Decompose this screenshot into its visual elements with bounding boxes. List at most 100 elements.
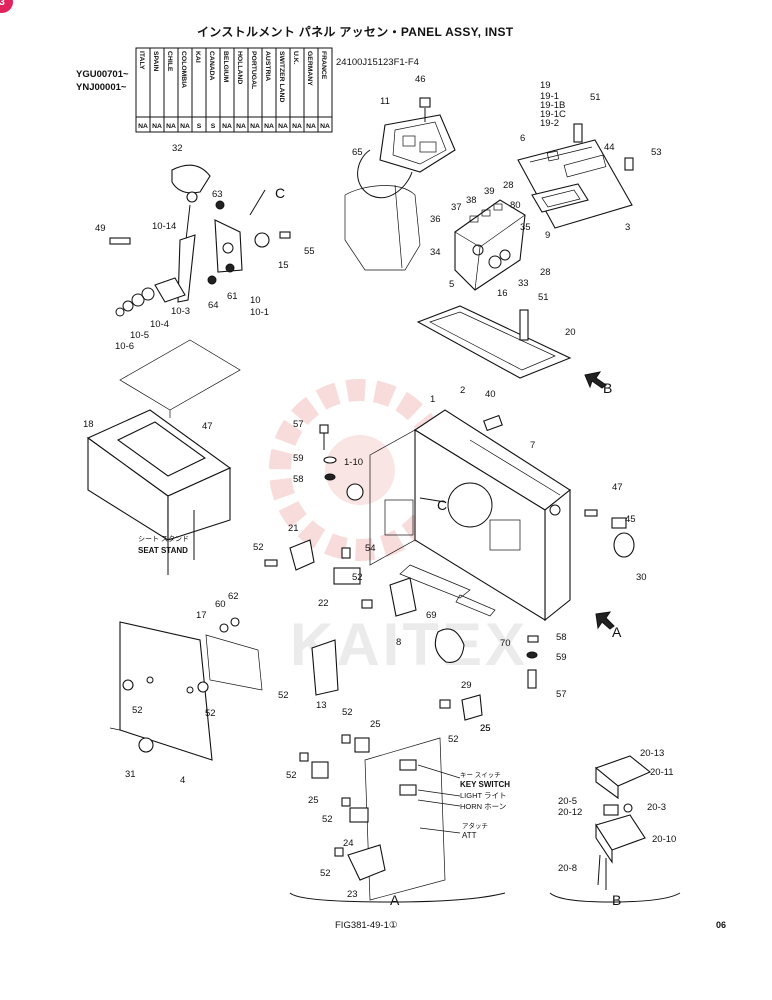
callout-21: 21 [288, 523, 299, 534]
callout-20-10: 20-10 [652, 834, 676, 845]
page-title: インストルメント パネル アッセン・PANEL ASSY, INST [197, 25, 514, 39]
callout-60: 60 [215, 599, 226, 610]
callout-52: 52 [352, 572, 363, 583]
country-code: NA [264, 123, 274, 130]
callout-52: 52 [342, 707, 353, 718]
callout-28: 28 [540, 267, 551, 278]
detail-b [549, 755, 681, 903]
callout-9: 9 [545, 230, 550, 241]
callout-63: 63 [212, 189, 223, 200]
callout-35: 35 [520, 222, 531, 233]
switch-panel [517, 123, 634, 229]
country-name: COLOMBIA [180, 51, 187, 88]
callout-52: 52 [132, 705, 143, 716]
callout-40: 40 [485, 389, 496, 400]
detail-b-label: B [612, 892, 621, 908]
callout-13: 13 [316, 700, 327, 711]
callout-10-5: 10-5 [130, 330, 149, 341]
callout-52: 52 [286, 770, 297, 781]
callout-25: 25 [370, 719, 381, 730]
callout-51: 51 [590, 92, 601, 103]
main-frame [346, 409, 571, 622]
callout-1-10: 1-10 [344, 457, 363, 468]
country-code: NA [320, 123, 330, 130]
page-badge: 3 [0, 0, 13, 13]
seat-stand-label-jp: シート スタンド [138, 534, 189, 543]
country-name: BELGIUM [222, 51, 229, 83]
callout-52: 52 [448, 734, 459, 745]
country-code: NA [292, 123, 302, 130]
panel-cover [416, 305, 572, 379]
light-label: LIGHT ライト [460, 791, 507, 800]
serial-2: YNJ00001~ [76, 82, 127, 93]
callout-58: 58 [556, 632, 567, 643]
figure-number: FIG381-49-1① [335, 920, 397, 931]
callout-3: 3 [625, 222, 630, 233]
callout-25: 25 [308, 795, 319, 806]
callout-70: 70 [500, 638, 511, 649]
callout-25: 25 [480, 723, 491, 734]
callout-59: 59 [293, 453, 304, 464]
callout-55: 55 [304, 246, 315, 257]
callout-20: 20 [565, 327, 576, 338]
callout-53: 53 [651, 147, 662, 158]
country-code: NA [152, 123, 162, 130]
center-parts [264, 539, 539, 696]
callout-10-4: 10-4 [150, 319, 169, 330]
callout-4: 4 [180, 775, 185, 786]
callout-23: 23 [347, 889, 358, 900]
page-number: 06 [716, 920, 726, 930]
lamp-45-30 [584, 509, 635, 558]
view-arrows [249, 189, 615, 630]
callout-20-12: 20-12 [558, 807, 582, 818]
callout-52: 52 [205, 708, 216, 719]
country-name: SWITZER LAND [278, 51, 285, 102]
callout-15: 15 [278, 260, 289, 271]
country-name: KAI [194, 51, 201, 63]
callout-38: 38 [466, 195, 477, 206]
callout-31: 31 [125, 769, 136, 780]
callout-20-11: 20-11 [650, 767, 674, 778]
part-code: 24100J15123F1-F4 [336, 57, 419, 68]
country-name: CANADA [208, 51, 215, 81]
callout-64: 64 [208, 300, 219, 311]
callout-10-3: 10-3 [171, 306, 190, 317]
side-panel [109, 617, 263, 761]
callout-18: 18 [83, 419, 94, 430]
callout-61: 61 [227, 291, 238, 302]
country-code: NA [166, 123, 176, 130]
callout-20-3: 20-3 [647, 802, 666, 813]
country-code: NA [306, 123, 316, 130]
callout-52: 52 [278, 690, 289, 701]
callout-22: 22 [318, 598, 329, 609]
callout-46: 46 [415, 74, 426, 85]
country-code: NA [180, 123, 190, 130]
callout-69: 69 [426, 610, 437, 621]
callout-45: 45 [625, 514, 636, 525]
view-a-marker: A [612, 624, 622, 640]
callout-16: 16 [497, 288, 508, 299]
country-code: NA [138, 123, 148, 130]
callout-2: 2 [460, 385, 465, 396]
serial-1: YGU00701~ [76, 69, 129, 80]
lever-assembly [109, 164, 291, 317]
callout-57: 57 [293, 419, 304, 430]
country-name: GERMANY [306, 51, 313, 86]
callout-47: 47 [202, 421, 213, 432]
horn-label: HORN ホーン [460, 802, 506, 811]
callout-52: 52 [320, 868, 331, 879]
callout-20-5: 20-5 [558, 796, 577, 807]
callout-65: 65 [352, 147, 363, 158]
callout-28: 28 [503, 180, 514, 191]
country-name: ITALY [138, 51, 145, 70]
callout-20-13: 20-13 [640, 748, 664, 759]
callout-10-14: 10-14 [152, 221, 176, 232]
callout-1: 1 [430, 394, 435, 405]
callout-62: 62 [228, 591, 239, 602]
country-name: PORTUGAL [250, 51, 257, 89]
country-name: AUSTRIA [264, 51, 271, 81]
callout-6: 6 [520, 133, 525, 144]
callout-59: 59 [556, 652, 567, 663]
callout-19-1: 19-1 [540, 91, 559, 102]
